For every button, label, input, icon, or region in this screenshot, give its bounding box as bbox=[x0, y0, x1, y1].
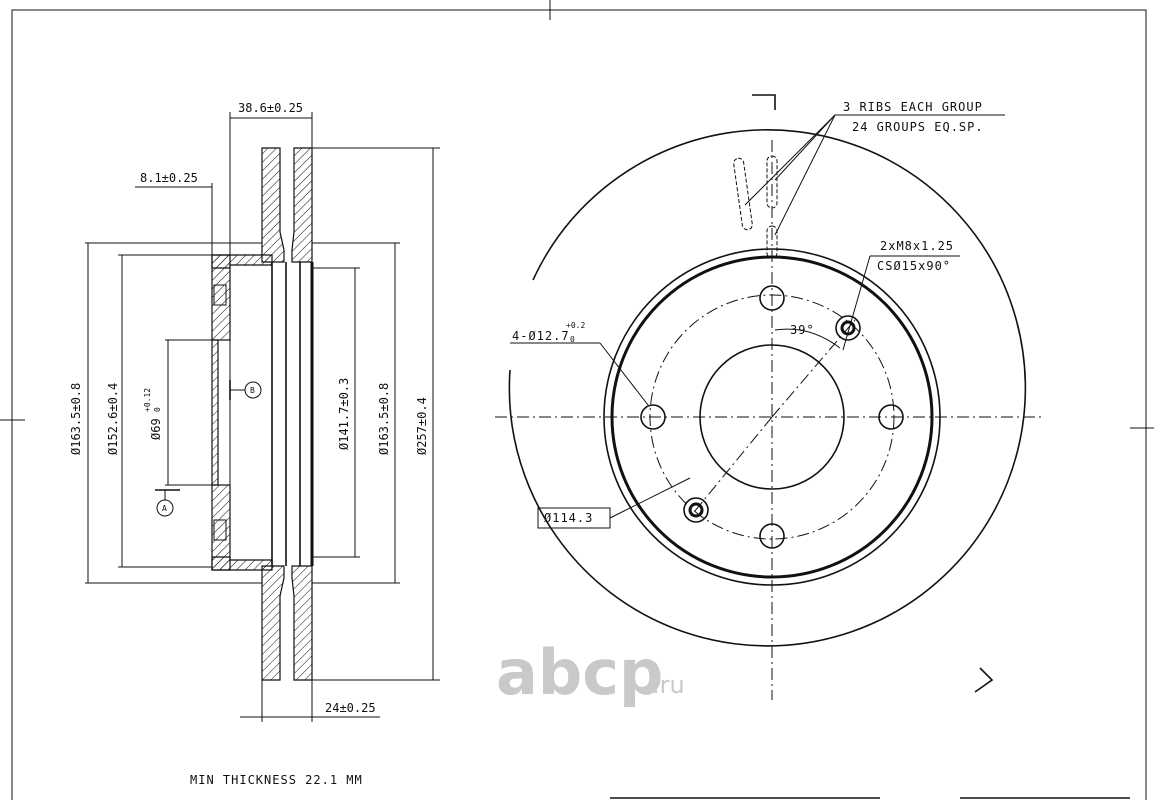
hat-outer-ring bbox=[603, 248, 941, 586]
watermark-brand: abcp bbox=[496, 636, 663, 709]
dim-outer-label: Ø257±0.4 bbox=[415, 397, 429, 455]
disc-outer-edge bbox=[508, 129, 1027, 647]
inner-plate-lower bbox=[261, 565, 285, 681]
pcd-label: Ø114.3 bbox=[544, 511, 593, 525]
datum-a-marker bbox=[156, 499, 174, 517]
bolt-hole-left bbox=[640, 404, 666, 430]
front-view: 3 RIBS EACH GROUP 24 GROUPS EQ.SP. 2xM8x… bbox=[495, 94, 1045, 700]
min-thickness-note: MIN THICKNESS 22.1 MM bbox=[190, 773, 363, 787]
bolt-hole-top bbox=[759, 285, 785, 311]
thread-callout-line1: 2xM8x1.25 bbox=[880, 239, 954, 253]
dim-bore-label: Ø69 bbox=[149, 418, 163, 440]
holes-callout-tol-lower: 0 bbox=[570, 335, 575, 344]
holes-callout-tol-upper: +0.2 bbox=[566, 321, 585, 330]
dim-inner-label: Ø141.7±0.3 bbox=[337, 378, 351, 450]
holes-callout-label: 4-Ø12.7 bbox=[512, 329, 570, 343]
rib-slot-3 bbox=[766, 225, 778, 259]
datum-b-label: B bbox=[250, 386, 255, 395]
datum-a-label: A bbox=[162, 504, 167, 513]
thread-hole-2 bbox=[683, 497, 709, 523]
dim-mid-label: Ø163.5±0.8 bbox=[377, 383, 391, 455]
side-section-view: 38.6±0.25 8.1±0.25 Ø163.5±0.8 Ø152.6±0.4… bbox=[69, 101, 440, 722]
dim-bore-tol-lower: 0 bbox=[153, 407, 162, 412]
pcd-circle bbox=[649, 294, 895, 540]
rib-slot-2 bbox=[766, 155, 778, 209]
dim-width-label: 38.6±0.25 bbox=[238, 101, 303, 115]
angle-label: 39° bbox=[790, 323, 815, 337]
datum-b-marker bbox=[244, 381, 262, 399]
ribs-callout-line2: 24 GROUPS EQ.SP. bbox=[852, 120, 984, 134]
hat-face bbox=[211, 339, 219, 486]
hat-ring bbox=[610, 255, 934, 579]
bolt-hole-bottom bbox=[759, 523, 785, 549]
dim-thickness-label: 24±0.25 bbox=[325, 701, 376, 715]
thread-hole-1 bbox=[835, 315, 861, 341]
watermark: abcp .ru bbox=[496, 636, 685, 709]
dim-od-hat-label: Ø163.5±0.8 bbox=[69, 383, 83, 455]
ribs-callout-line1: 3 RIBS EACH GROUP bbox=[843, 100, 983, 114]
thread-callout-line2: CSØ15x90° bbox=[877, 259, 951, 273]
dim-hat-depth-label: 8.1±0.25 bbox=[140, 171, 198, 185]
inner-plate-upper bbox=[261, 147, 285, 263]
outer-plate-upper bbox=[291, 147, 313, 263]
dim-pilot-label: Ø152.6±0.4 bbox=[106, 383, 120, 455]
bolt-hole-right bbox=[878, 404, 904, 430]
center-bore bbox=[699, 344, 845, 490]
outer-plate-lower bbox=[291, 565, 313, 681]
dim-bore-tol-upper: +0.12 bbox=[143, 388, 152, 412]
rib-slot-1 bbox=[733, 157, 753, 231]
watermark-tld: .ru bbox=[652, 671, 685, 699]
